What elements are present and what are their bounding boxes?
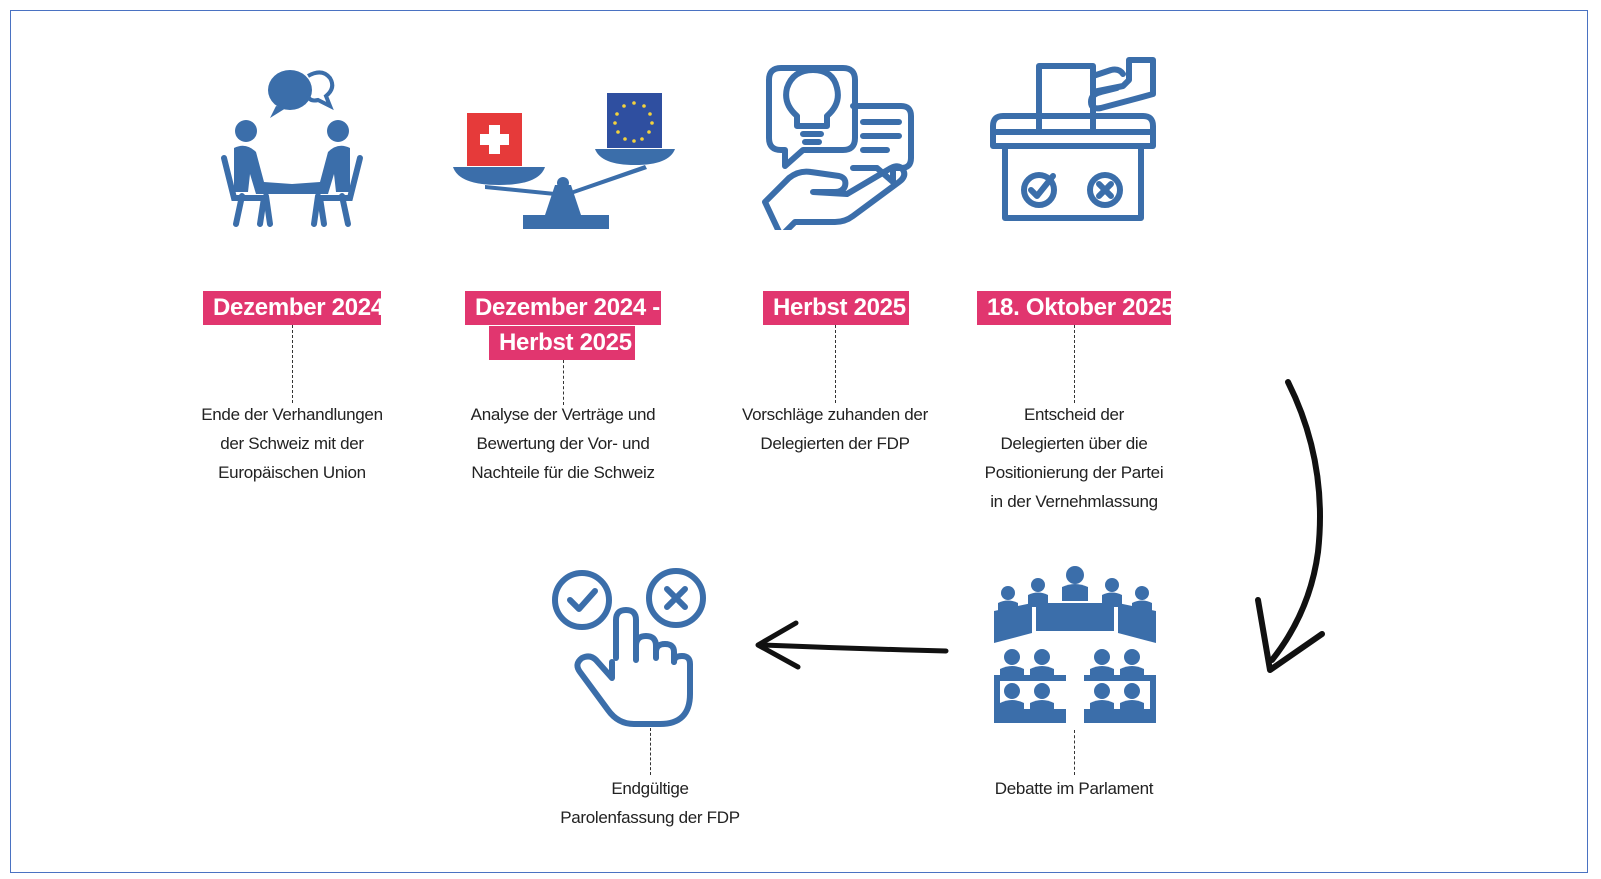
conversation-icon	[221, 70, 363, 227]
step-2-description: Analyse der Verträge und Bewertung der V…	[470, 405, 656, 482]
vote-choice-icon	[552, 568, 706, 727]
step-1-description: Ende der Verhandlungen der Schweiz mit d…	[201, 405, 383, 482]
step-4-date-badge: 18. Oktober 2025	[977, 291, 1175, 325]
step-2-date-badge: Dezember 2024 -	[465, 291, 661, 325]
step-5-description: Debatte im Parlament	[994, 779, 1154, 798]
arrow-left	[755, 620, 949, 670]
step-2-date-badge-line2: Herbst 2025	[489, 326, 635, 360]
step-1-connector	[292, 325, 293, 403]
parliament-icon	[994, 566, 1156, 723]
step-4-connector	[1074, 325, 1075, 403]
step-2-connector	[563, 360, 564, 405]
curved-arrow-down	[1255, 379, 1325, 673]
step-5-connector	[1074, 730, 1075, 775]
ballot-box-icon	[990, 57, 1156, 221]
step-6-connector	[650, 728, 651, 775]
step-1-date-badge: Dezember 2024	[203, 291, 384, 325]
step-3-date-badge: Herbst 2025	[763, 291, 909, 325]
step-3-connector	[835, 325, 836, 403]
idea-proposal-icon	[762, 65, 914, 230]
step-3-description: Vorschläge zuhanden der Delegierten der …	[742, 405, 928, 453]
step-4-description: Entscheid der Delegierten über die Posit…	[984, 405, 1164, 511]
balance-scale-icon	[453, 93, 675, 229]
step-6-description: Endgültige Parolenfassung der FDP	[560, 779, 740, 827]
